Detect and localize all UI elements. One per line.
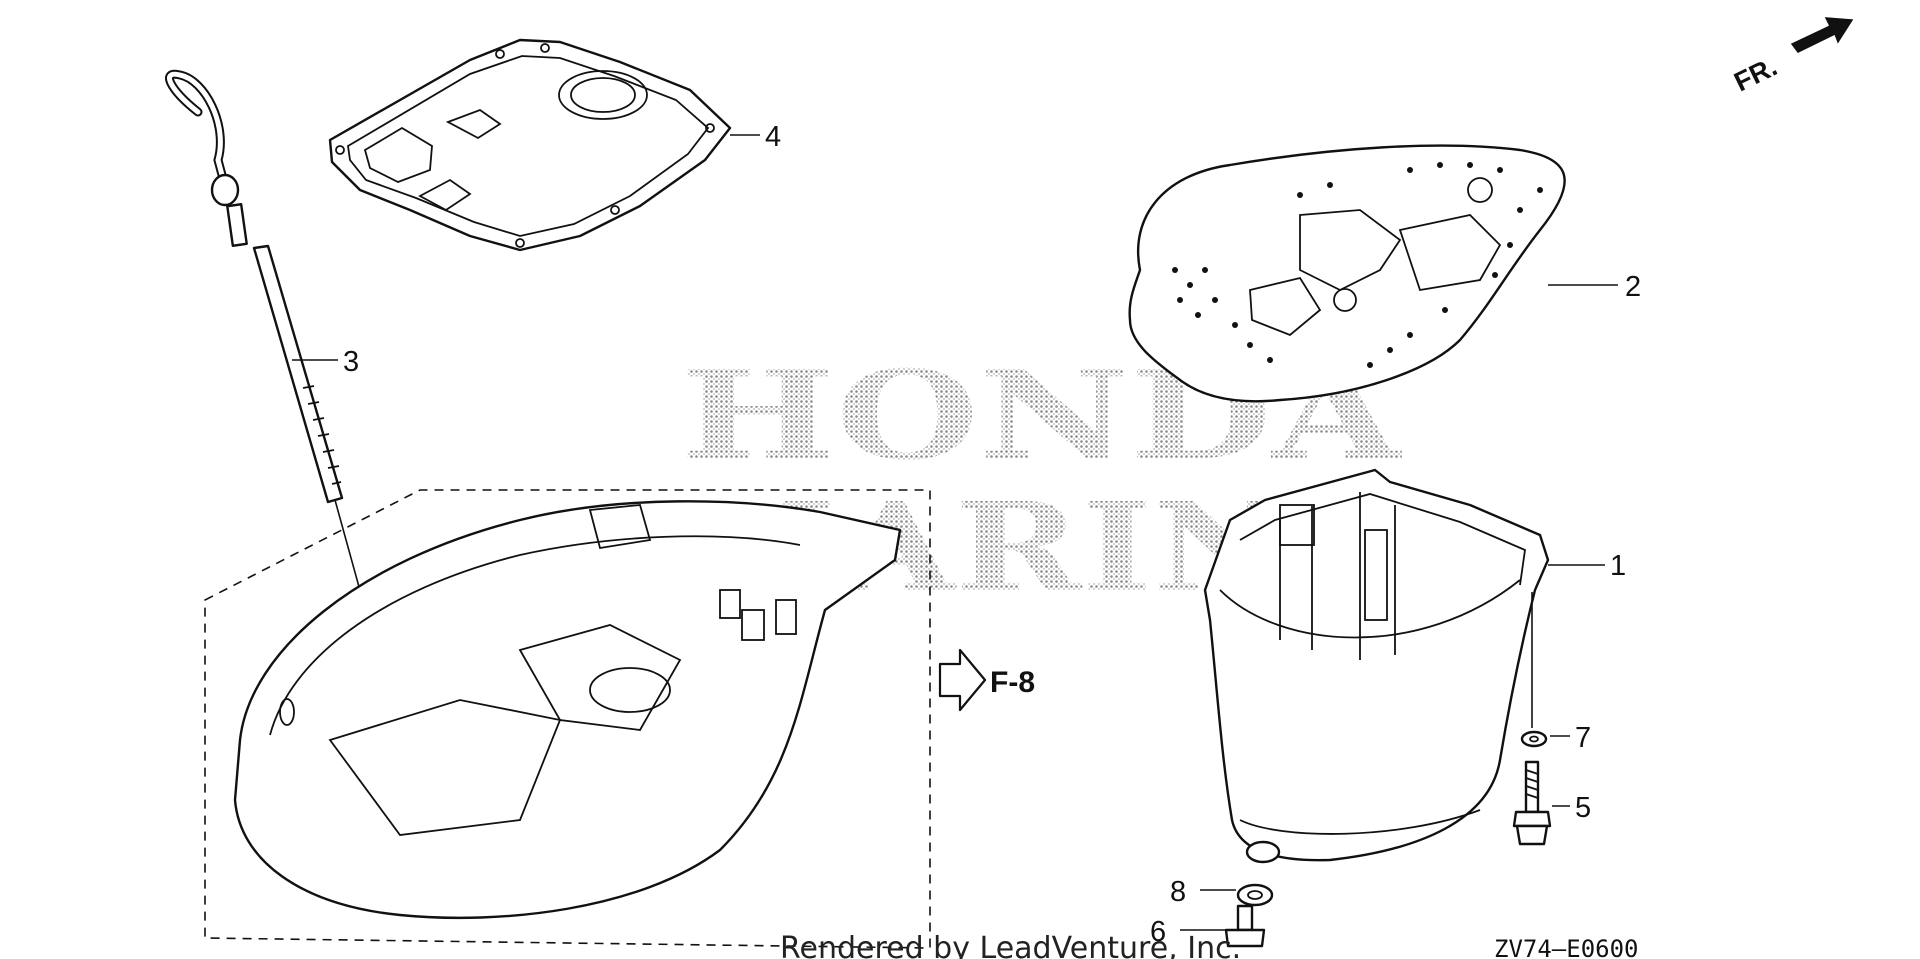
callout-4: 4 [765,121,781,153]
callout-6: 6 [1150,916,1166,948]
oil-case-gasket[interactable] [328,38,732,252]
callout-2: 2 [1625,271,1641,303]
front-arrow-icon [1790,17,1854,53]
flange-bolt[interactable] [1512,760,1552,846]
callout-1: 1 [1610,550,1626,582]
reference-arrow-icon [938,648,987,712]
render-credit: Rendered by LeadVenture, Inc. [780,931,1241,959]
oil-dipstick[interactable] [165,69,441,881]
mounting-gasket-plate[interactable] [1128,144,1566,403]
engine-cover-assembly [204,489,931,949]
callout-8: 8 [1170,876,1186,908]
section-reference[interactable]: F-8 [938,648,1035,712]
callout-5: 5 [1575,792,1591,824]
leader-lines [292,134,1618,931]
drain-washer[interactable] [1236,883,1274,907]
washer[interactable] [1520,592,1548,748]
callout-7: 7 [1575,722,1591,754]
diagram-code: ZV74—E0600 [1494,935,1639,959]
oil-case[interactable] [1203,468,1550,864]
front-direction-indicator: FR. [1729,17,1854,97]
callout-3: 3 [343,346,359,378]
reference-label: F-8 [990,666,1035,699]
drain-bolt[interactable] [1224,904,1266,948]
front-label: FR. [1729,51,1781,97]
